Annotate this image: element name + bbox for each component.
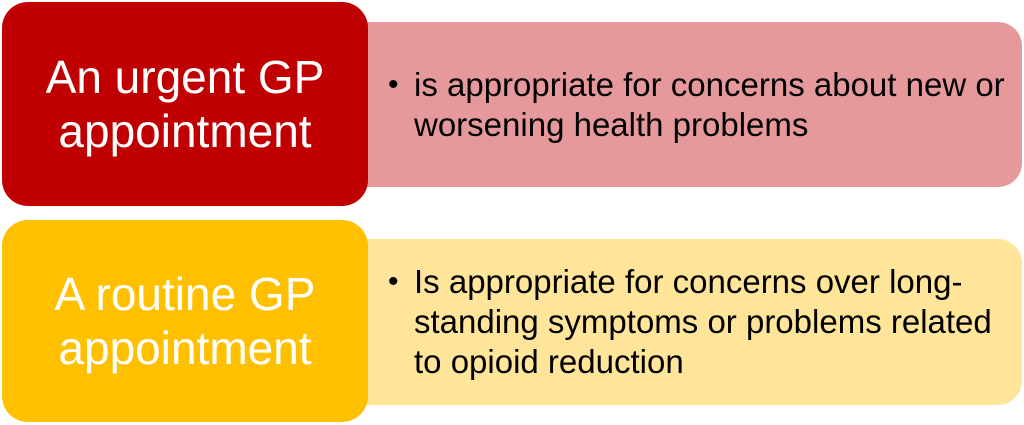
urgent-detail-item: • is appropriate for concerns about new … <box>388 65 1014 145</box>
urgent-detail-panel: • is appropriate for concerns about new … <box>340 22 1022 187</box>
routine-appointment-label: A routine GP appointment <box>2 220 368 422</box>
bullet-icon: • <box>388 67 399 101</box>
routine-appointment-row: • Is appropriate for concerns over long-… <box>0 218 1024 425</box>
routine-detail-panel: • Is appropriate for concerns over long-… <box>340 239 1022 405</box>
routine-detail-text: Is appropriate for concerns over long-st… <box>414 263 992 380</box>
routine-detail-list: • Is appropriate for concerns over long-… <box>388 262 1014 382</box>
urgent-detail-list: • is appropriate for concerns about new … <box>388 65 1014 145</box>
bullet-icon: • <box>388 265 399 298</box>
routine-detail-item: • Is appropriate for concerns over long-… <box>388 262 1014 382</box>
urgent-detail-text: is appropriate for concerns about new or… <box>414 65 1005 143</box>
urgent-appointment-row: • is appropriate for concerns about new … <box>0 0 1024 208</box>
urgent-appointment-label: An urgent GP appointment <box>2 2 368 206</box>
